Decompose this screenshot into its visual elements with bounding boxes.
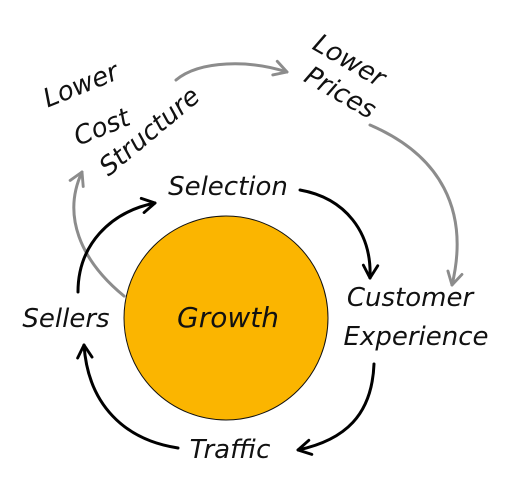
customer-experience-label-line2: Experience bbox=[344, 322, 489, 352]
arrow-selection-to-customer-experience bbox=[298, 188, 380, 280]
growth-label: Growth bbox=[177, 301, 279, 334]
arrow-customer-experience-to-traffic bbox=[296, 362, 376, 456]
lower-cost-label-line1: Lower bbox=[39, 56, 125, 114]
sellers-label: Sellers bbox=[22, 304, 109, 334]
traffic-label: Traffic bbox=[190, 435, 271, 465]
growth-circle bbox=[123, 215, 329, 421]
selection-label: Selection bbox=[168, 172, 288, 202]
arrow-sellers-to-lower-cost bbox=[68, 170, 126, 298]
arrow-lower-prices-to-customer-experience bbox=[368, 123, 464, 287]
arrow-lower-cost-to-lower-prices bbox=[174, 59, 289, 82]
arrow-traffic-to-sellers bbox=[76, 343, 180, 450]
arrow-sellers-to-selection bbox=[76, 196, 157, 294]
customer-experience-label-line1: Customer bbox=[347, 283, 476, 313]
